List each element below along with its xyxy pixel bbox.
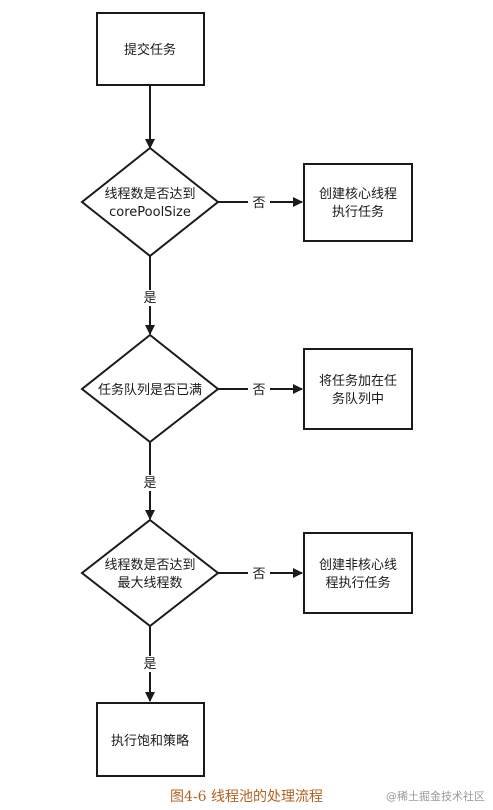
node-label-add-queue-line-2: 务队列中 [332, 391, 384, 407]
nodes [80, 12, 413, 777]
node-label-check-core-line-2: corePoolSize [109, 205, 191, 220]
node-label-create-noncore-line-2: 程执行任务 [325, 575, 390, 591]
node-label-add-queue-line-1: 将任务加在任 [319, 373, 397, 389]
node-label-check-max-line-2: 最大线程数 [117, 576, 182, 591]
node-label-reject-line-1: 执行饱和策略 [111, 733, 189, 749]
edge-label-bg [248, 565, 270, 581]
node-label-check-max-line-1: 线程数是否达到 [104, 558, 195, 573]
edge-label-bg [139, 290, 161, 306]
node-label-submit-line-1: 提交任务 [124, 42, 176, 58]
node-check-core-diamond [80, 146, 220, 258]
edge-label-bg [139, 656, 161, 672]
edge-labels: 否 是 否 是 否 是 [139, 194, 270, 672]
edge-label-no-3: 否 [252, 567, 265, 582]
edge-label-no-1: 否 [252, 196, 265, 211]
figure-caption: 图4-6 线程池的处理流程 [170, 789, 323, 805]
edge-label-bg [248, 381, 270, 397]
edge-label-yes-3: 是 [143, 657, 156, 672]
edge-label-bg [139, 475, 161, 491]
edge-label-yes-2: 是 [143, 476, 156, 491]
node-check-max-diamond [80, 518, 220, 628]
node-reject-box [96, 702, 205, 777]
node-label-create-noncore-line-1: 创建非核心线 [319, 558, 397, 573]
edge-label-bg [248, 194, 270, 210]
watermark: @稀土掘金技术社区 [386, 790, 485, 803]
node-create-noncore-box [303, 532, 413, 614]
node-label-check-core-line-1: 线程数是否达到 [104, 187, 195, 202]
edge-label-yes-1: 是 [143, 291, 156, 306]
node-add-queue-box [303, 348, 413, 430]
node-submit-box [96, 12, 205, 86]
node-label-create-core-line-2: 执行任务 [332, 204, 384, 220]
node-label-create-core-line-1: 创建核心线程 [319, 187, 397, 202]
edge-label-no-2: 否 [252, 383, 265, 398]
node-create-core-box [303, 163, 413, 242]
node-label-check-queue-line-1: 任务队列是否已满 [98, 382, 202, 398]
node-check-queue-diamond [80, 333, 220, 444]
